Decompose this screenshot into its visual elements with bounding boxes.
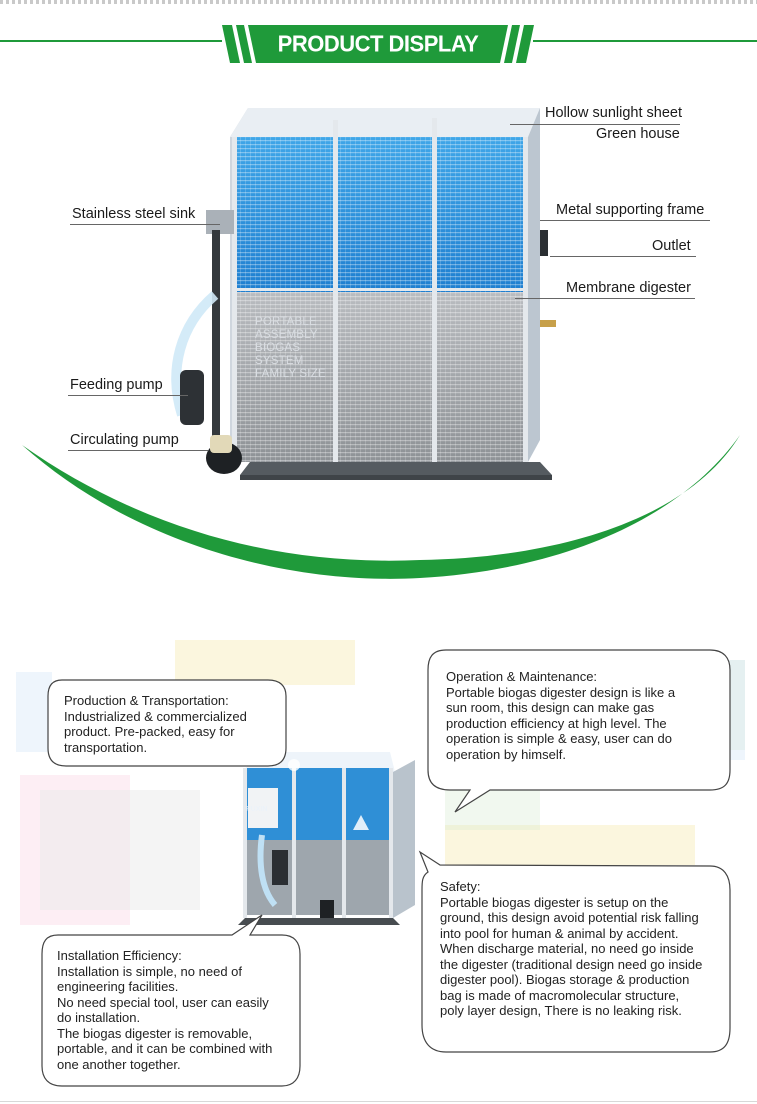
banner-shape — [222, 25, 534, 63]
sign-line: PORTABLE — [255, 316, 317, 328]
header-banner: PRODUCT DISPLAY — [222, 25, 534, 63]
bubble-line: bag is made of macromolecular structure, — [440, 987, 680, 1003]
callout-metal-frame: Metal supporting frame — [556, 202, 705, 218]
callout-line — [510, 124, 680, 125]
bubble-line: product. Pre-packed, easy for — [64, 724, 235, 739]
features-background — [16, 640, 745, 1087]
callout-membrane: Membrane digester — [566, 280, 691, 296]
bubble-line: Installation is simple, no need of — [57, 963, 242, 979]
digester-unit — [238, 752, 415, 925]
bubble-installation-shape — [41, 914, 301, 1087]
bubble-line: digester pool). Biogas storage & product… — [440, 972, 690, 987]
bubble-line: sun room, this design can make gas — [446, 700, 655, 715]
bubble-line: ground, this design avoid potential risk… — [440, 910, 699, 925]
bubble-line: the digester (traditional design need go… — [440, 956, 703, 972]
bubble-operation-shape — [427, 649, 731, 813]
unit-logo: PUXIN — [246, 806, 268, 813]
sign-line: FAMILY SIZE — [255, 368, 326, 380]
callout-line — [515, 298, 695, 299]
bubble-title: Production & Transportation: — [64, 693, 229, 708]
bubble-line: production efficiency at high level. The — [446, 715, 667, 731]
callout-circulating-pump: Circulating pump — [70, 432, 179, 448]
bubble-title: Operation & Maintenance: — [446, 669, 598, 684]
bottom-rule — [0, 1101, 757, 1102]
bubble-line: engineering facilities. — [57, 979, 179, 994]
callout-line — [70, 224, 220, 225]
bubble-line: portable, and it can be combined with — [57, 1041, 273, 1056]
callout-hollow-sheet: Hollow sunlight sheet — [545, 105, 683, 121]
callout-line — [68, 395, 188, 396]
bubble-safety-shape — [418, 850, 731, 1053]
callout-green-house: Green house — [596, 126, 680, 142]
bubble-line: operation is simple & easy, user can do — [446, 731, 672, 746]
header-rule-right — [533, 40, 757, 42]
callout-outlet: Outlet — [652, 238, 691, 254]
top-border-stripe — [0, 0, 757, 4]
bubble-line: do installation. — [57, 1010, 141, 1025]
header-rule-left — [0, 40, 222, 42]
bubble-line: poly layer design, There is no leaking r… — [440, 1003, 682, 1018]
bubble-line: one another together. — [57, 1056, 181, 1072]
callout-line — [540, 220, 710, 221]
bubble-line: operation by himself. — [446, 746, 566, 762]
bubble-line: into pool for human & animal by accident… — [440, 925, 679, 941]
callout-line — [550, 256, 696, 257]
callout-feeding-pump: Feeding pump — [70, 377, 163, 393]
bubble-line: When discharge material, no need go insi… — [440, 941, 694, 956]
bubble-title: Safety: — [440, 879, 481, 894]
sign-line: ASSEMBLY — [255, 329, 318, 341]
product-illustration: PORTABLE ASSEMBLY BIOGAS SYSTEM FAMILY S… — [0, 80, 757, 580]
callout-line — [68, 450, 208, 451]
bubble-line: The biogas digester is removable, — [57, 1025, 253, 1041]
sign-line: SYSTEM — [255, 355, 304, 367]
bubble-line: No need special tool, user can easily — [57, 994, 269, 1010]
features-section: PUXIN Production & Transportation: Indus… — [0, 600, 757, 1104]
green-swoosh — [22, 435, 740, 579]
bubble-title: Installation Efficiency: — [57, 948, 182, 963]
bubble-production-shape — [47, 679, 287, 767]
panel-sign: PORTABLE ASSEMBLY BIOGAS SYSTEM FAMILY S… — [255, 316, 326, 381]
callout-steel-sink: Stainless steel sink — [72, 206, 196, 222]
bubble-line: Portable biogas digester design is like … — [446, 684, 676, 700]
sign-line: BIOGAS — [255, 342, 301, 354]
digester-drawing — [22, 108, 740, 579]
bubble-line: Portable biogas digester is setup on the — [440, 894, 669, 910]
bubble-line: Industrialized & commercialized — [64, 708, 247, 724]
bubble-line: transportation. — [64, 739, 148, 755]
page-title: PRODUCT DISPLAY — [277, 30, 479, 57]
